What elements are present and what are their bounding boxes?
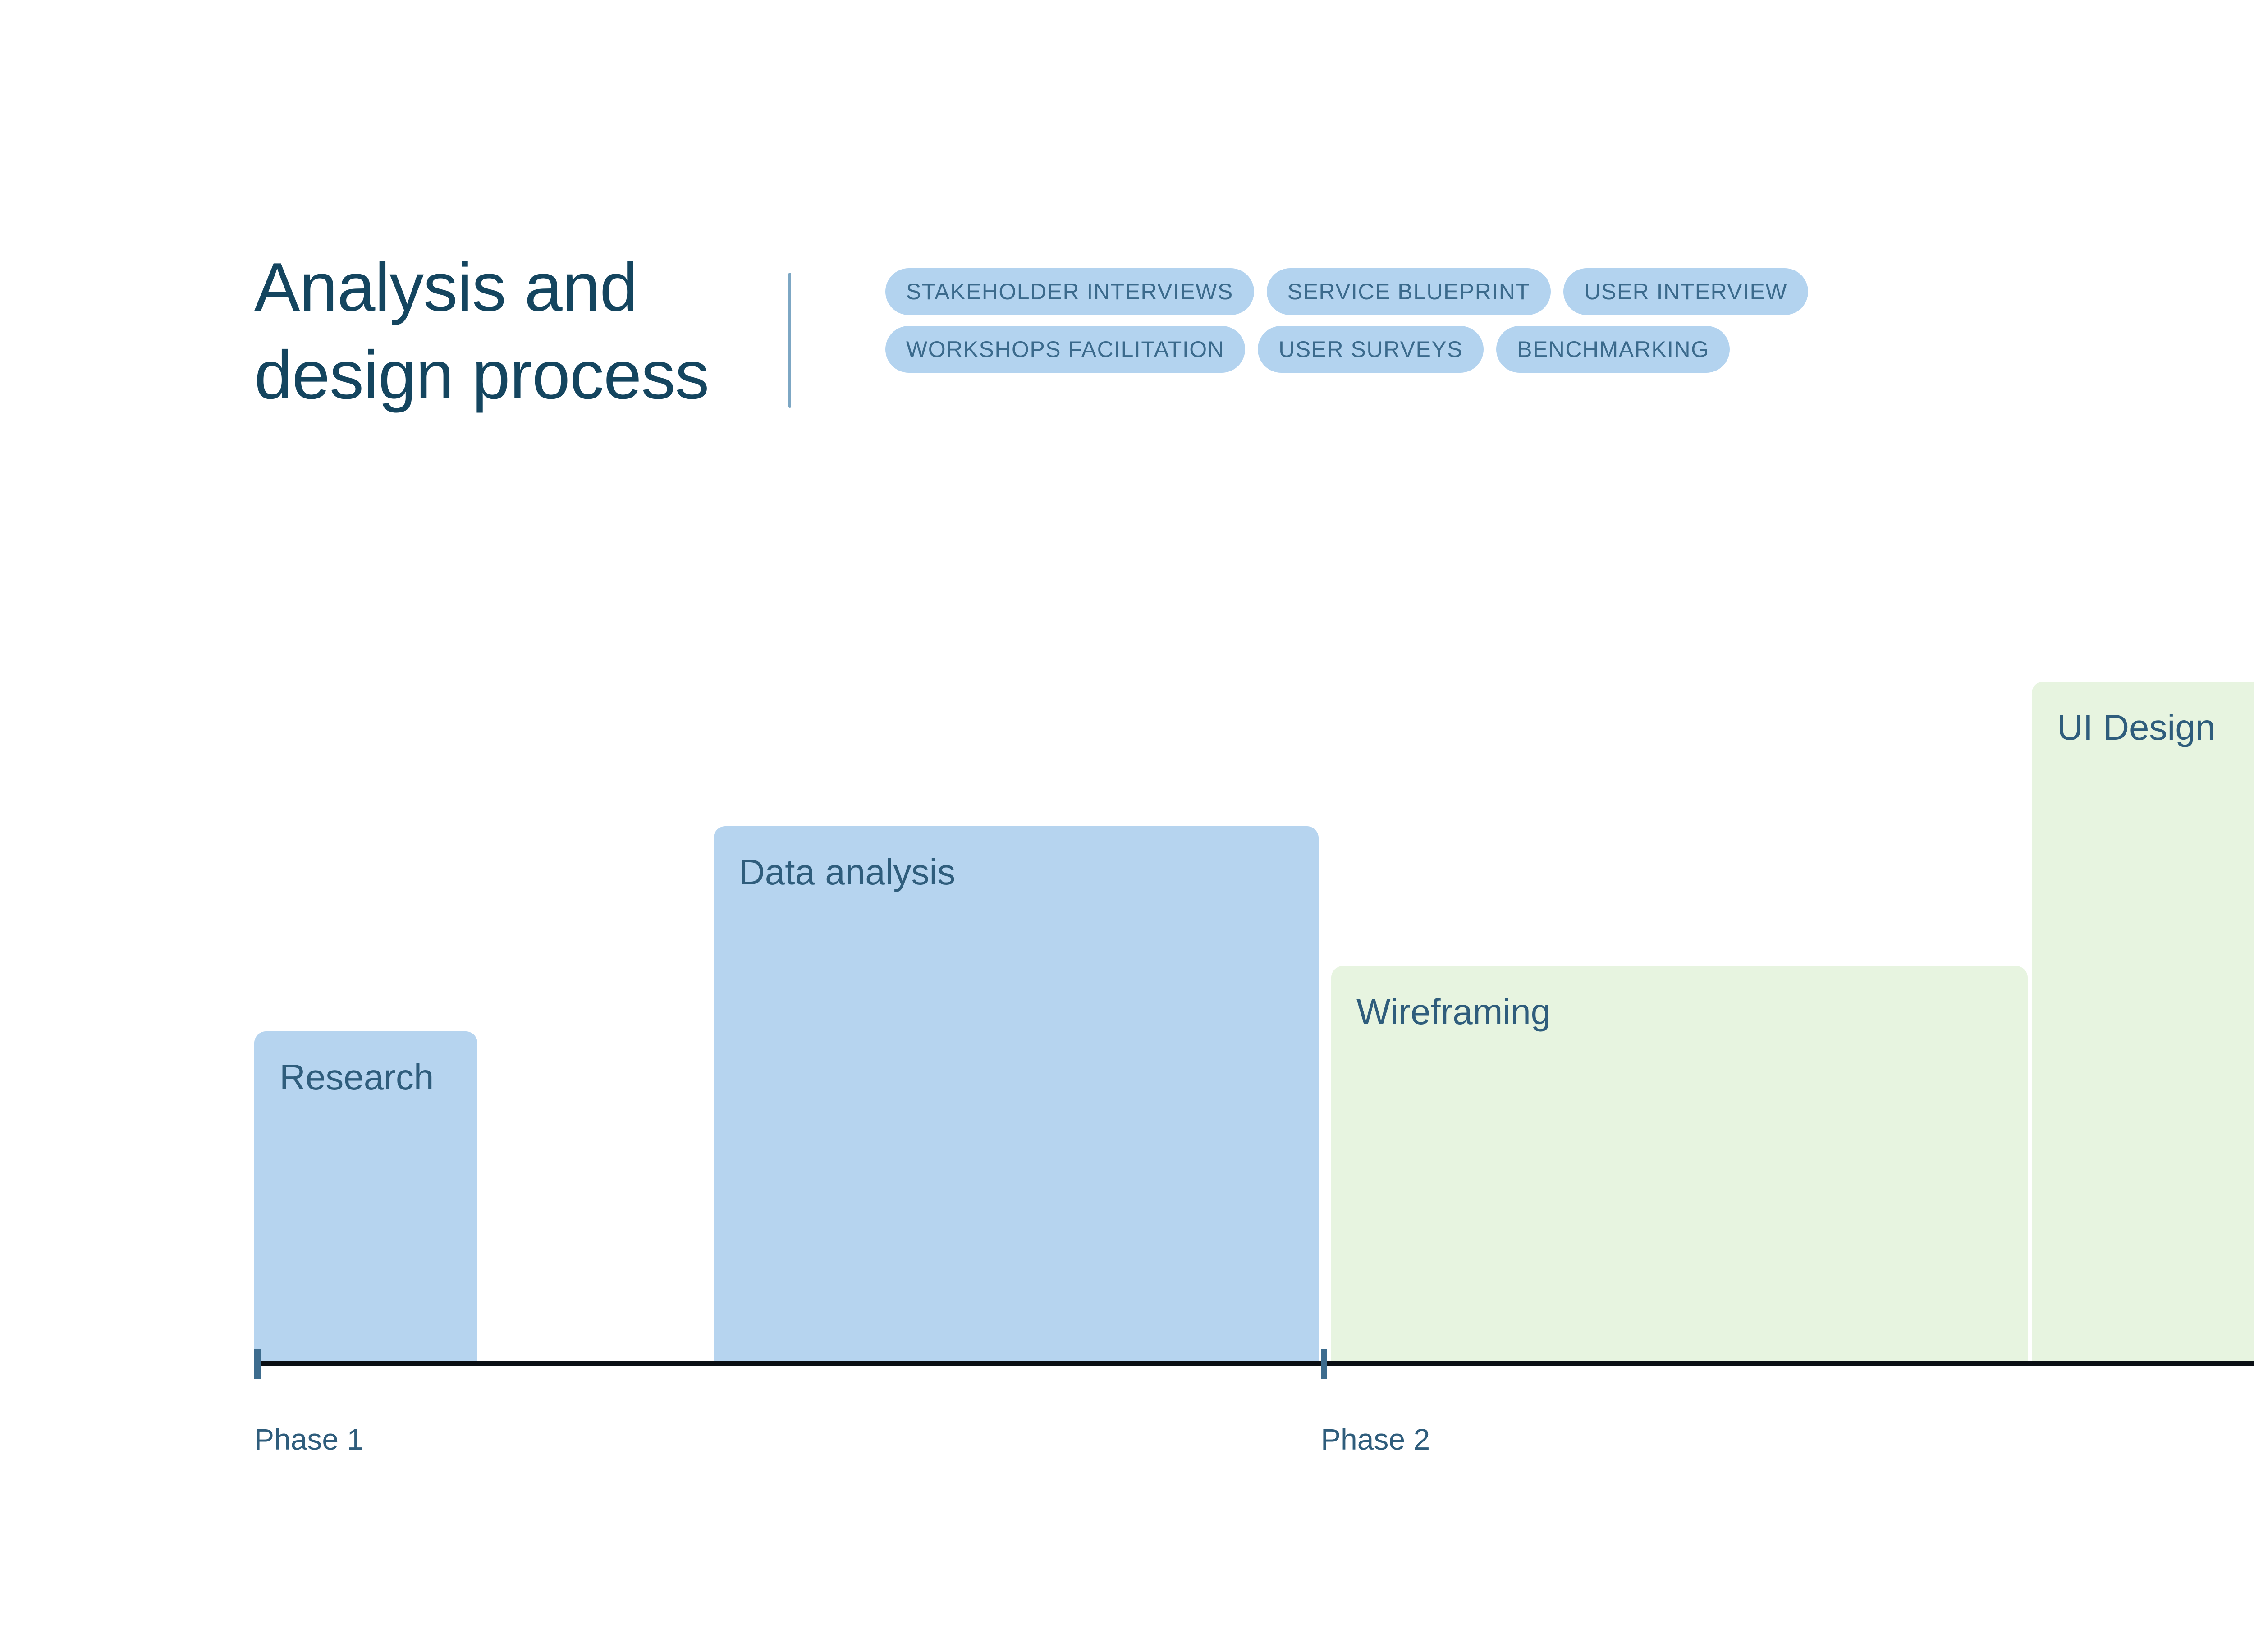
tag-pill[interactable]: BENCHMARKING: [1496, 326, 1730, 373]
phase-label: Phase 2: [1321, 1423, 1430, 1456]
tag-groups: STAKEHOLDER INTERVIEWS SERVICE BLUEPRINT U…: [885, 268, 1809, 373]
page-title: Analysis and design process: [254, 249, 709, 413]
chart-header: Analysis and design process STAKEHOLDER …: [254, 243, 2254, 433]
axis-tick: [1321, 1349, 1327, 1379]
tag-pill[interactable]: STAKEHOLDER INTERVIEWS: [885, 268, 1254, 315]
chart-bar-label: Research: [279, 1057, 434, 1097]
chart-bar[interactable]: Data analysis: [714, 826, 1319, 1362]
header-divider: [788, 273, 791, 408]
timeline-axis: [254, 1361, 2254, 1366]
chart-bar[interactable]: Wireframing: [1331, 966, 2028, 1362]
chart-bar-label: Wireframing: [1356, 992, 1551, 1032]
chart-bar[interactable]: Research: [254, 1031, 477, 1362]
axis-tick: [254, 1349, 261, 1379]
tag-pill[interactable]: SERVICE BLUEPRINT: [1266, 268, 1551, 315]
phase-label: Phase 1: [254, 1423, 364, 1456]
tag-pill[interactable]: USER SURVEYS: [1258, 326, 1484, 373]
tag-row: WORKSHOPS FACILITATION USER SURVEYS BENCHM…: [885, 326, 1808, 373]
chart-bar-label: UI Design: [2057, 707, 2216, 747]
chart-bar[interactable]: UI Design: [2032, 682, 2254, 1362]
chart-bar-label: Data analysis: [739, 852, 956, 892]
tag-row: STAKEHOLDER INTERVIEWS SERVICE BLUEPRINT U…: [885, 268, 1809, 315]
tag-pill[interactable]: USER INTERVIEW: [1563, 268, 1809, 315]
tag-pill[interactable]: WORKSHOPS FACILITATION: [885, 326, 1246, 373]
